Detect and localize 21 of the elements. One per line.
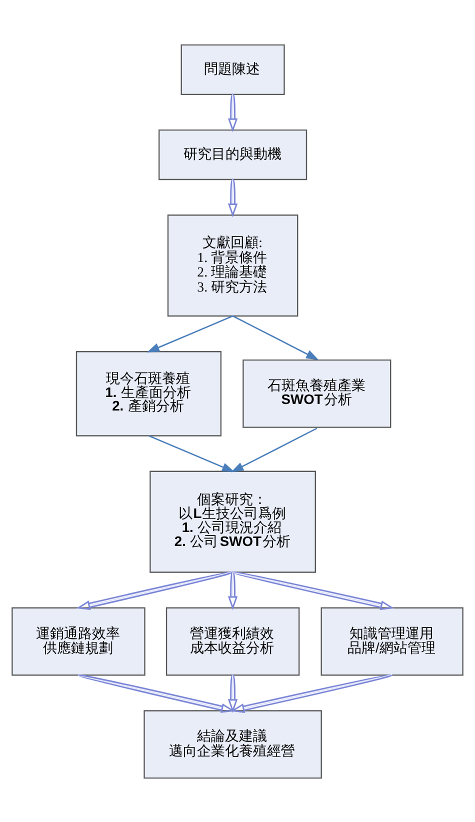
arrow: [230, 427, 318, 472]
arrow: [228, 178, 238, 217]
node-box: 結論及建議 邁向企業化養殖經營: [144, 710, 322, 778]
node-box: 問題陳述: [180, 44, 285, 95]
node-box: 石斑魚養殖產業SWOT分析: [242, 358, 392, 428]
node-box: 運銷通路效率 供應鏈規劃: [12, 606, 146, 676]
node-box: 文獻回顧: 1. 背景條件 2. 理論基礎 3. 研究方法: [167, 214, 298, 316]
arrow: [228, 571, 238, 610]
arrow: [78, 674, 235, 712]
node-box: 營運獲利績效 成本收益分析: [166, 606, 300, 676]
arrow: [232, 314, 319, 360]
arrow: [146, 314, 234, 352]
arrow: [148, 434, 235, 472]
arrow: [232, 571, 394, 610]
node-box: 知識管理運用 品牌/網站管理: [320, 606, 464, 676]
node-box: 研究目的與動機: [158, 128, 308, 180]
arrow: [228, 93, 238, 132]
arrow: [76, 571, 234, 610]
node-box: 現今石斑養殖 1. 生產面分析 2. 產銷分析: [76, 350, 222, 436]
arrow: [230, 674, 392, 712]
arrow: [228, 674, 238, 713]
